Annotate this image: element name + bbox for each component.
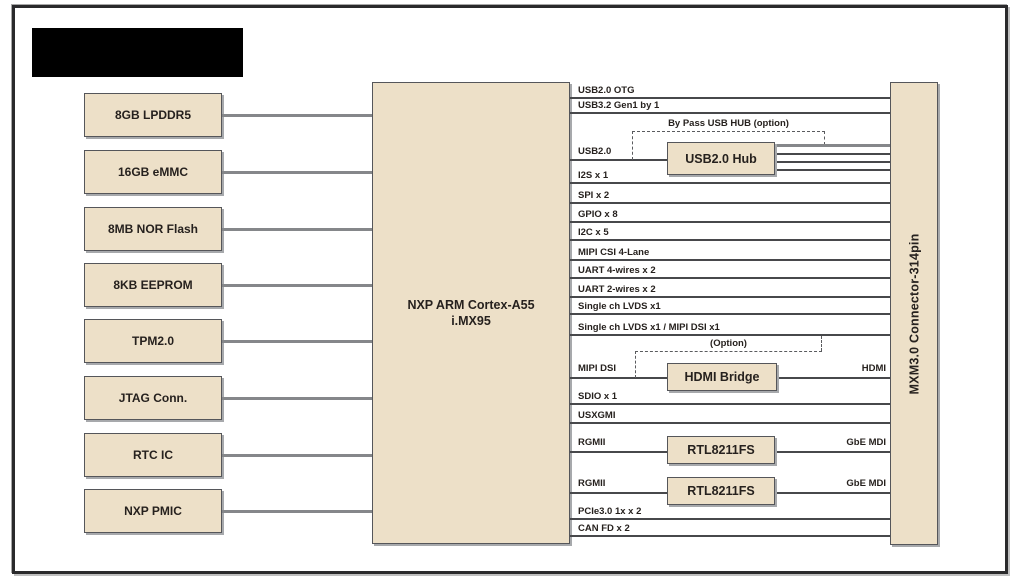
bus-line-canfd [570, 535, 890, 537]
bus-label-mipi-csi: MIPI CSI 4-Lane [578, 247, 650, 258]
ethernet-phy-label-2: RTL8211FS [687, 484, 755, 498]
device-box-emmc: 16GB eMMC [84, 150, 222, 194]
usb-hub-out-line-3 [775, 161, 890, 163]
bus-label-i2c: I2C x 5 [578, 227, 609, 238]
bus-label-lvds-dsi: Single ch LVDS x1 / MIPI DSI x1 [578, 322, 720, 333]
bus-label-lvds: Single ch LVDS x1 [578, 301, 661, 312]
bus-line-lvds [570, 313, 890, 315]
usb-hub-box: USB2.0 Hub [667, 142, 775, 175]
bus-line-usb2-otg [570, 97, 890, 99]
mxm-connector-box: MXM3.0 Connector-314pin [890, 82, 938, 545]
device-link-lpddr5 [222, 114, 372, 117]
bus-line-sdio [570, 403, 890, 405]
hdmi-option-dashed-right [821, 336, 822, 351]
usb-hub-out-line-2 [775, 153, 890, 155]
usb-bypass-dashed-line [632, 131, 825, 132]
hdmi-right-label: HDMI [861, 363, 886, 374]
bus-label-uart2: UART 2-wires x 2 [578, 284, 656, 295]
bus-line-lvds-dsi [570, 334, 890, 336]
device-box-jtag: JTAG Conn. [84, 376, 222, 420]
gbe-mdi-label-1: GbE MDI [846, 437, 886, 448]
ethernet-phy-label-1: RTL8211FS [687, 443, 755, 457]
hdmi-bridge-label: HDMI Bridge [684, 370, 760, 384]
cpu-name: NXP ARM Cortex-A55 [407, 297, 535, 312]
bus-label-usxgmi: USXGMI [578, 410, 616, 421]
usb-bypass-dashed-right [824, 131, 825, 145]
device-link-tpm [222, 340, 372, 343]
bus-line-usb20 [570, 159, 667, 161]
device-label: RTC IC [133, 448, 173, 462]
mxm-connector-label: MXM3.0 Connector-314pin [907, 233, 921, 394]
device-label: NXP PMIC [124, 504, 182, 518]
device-box-pmic: NXP PMIC [84, 489, 222, 533]
cpu-box: NXP ARM Cortex-A55 i.MX95 [372, 82, 570, 544]
hdmi-option-dashed-line [635, 351, 822, 352]
bus-label-uart4: UART 4-wires x 2 [578, 265, 656, 276]
device-box-eeprom: 8KB EEPROM [84, 263, 222, 307]
bus-line-uart4 [570, 277, 890, 279]
usb-hub-out-line-1 [775, 144, 890, 147]
bus-label-pcie: PCIe3.0 1x x 2 [578, 506, 642, 517]
device-label: 8KB EEPROM [113, 278, 193, 292]
bus-line-gpio [570, 221, 890, 223]
bus-line-i2c [570, 239, 890, 241]
bus-line-spi [570, 202, 890, 204]
usb-bypass-annotation: By Pass USB HUB (option) [668, 118, 789, 129]
bus-line-mipi-dsi [570, 377, 667, 379]
gbe-mdi-label-2: GbE MDI [846, 478, 886, 489]
device-label: 8GB LPDDR5 [114, 108, 191, 122]
device-link-norflash [222, 228, 372, 231]
device-link-pmic [222, 510, 372, 513]
device-label: TPM2.0 [131, 334, 174, 348]
ethernet-phy-box-1: RTL8211FS [667, 436, 775, 464]
hdmi-bridge-box: HDMI Bridge [667, 363, 777, 391]
bus-label-rgmii-1: RGMII [578, 437, 606, 448]
bus-label-usb20: USB2.0 [578, 146, 612, 157]
cpu-model: i.MX95 [451, 314, 491, 328]
bus-line-mipi-csi [570, 259, 890, 261]
device-link-emmc [222, 171, 372, 174]
bus-label-spi: SPI x 2 [578, 190, 610, 201]
bus-line-i2s [570, 182, 890, 184]
device-link-jtag [222, 397, 372, 400]
hdmi-option-annotation: (Option) [710, 338, 747, 349]
device-link-eeprom [222, 284, 372, 287]
bus-line-usxgmi [570, 422, 890, 424]
usb-hub-out-line-4 [775, 169, 890, 171]
bus-label-rgmii-2: RGMII [578, 478, 606, 489]
bus-label-mipi-dsi: MIPI DSI [578, 363, 617, 374]
bus-line-uart2 [570, 296, 890, 298]
device-label: 8MB NOR Flash [107, 222, 198, 236]
ethernet-phy-box-2: RTL8211FS [667, 477, 775, 505]
usb-bypass-dashed-left [632, 131, 633, 160]
hdmi-option-dashed-left [635, 351, 636, 378]
bus-label-sdio: SDIO x 1 [578, 391, 618, 402]
bus-line-usb32 [570, 112, 890, 114]
device-box-lpddr5: 8GB LPDDR5 [84, 93, 222, 137]
bus-label-canfd: CAN FD x 2 [578, 523, 630, 534]
bus-label-i2s: I2S x 1 [578, 170, 609, 181]
bus-line-pcie [570, 518, 890, 520]
device-box-rtc: RTC IC [84, 433, 222, 477]
bus-label-gpio: GPIO x 8 [578, 209, 618, 220]
hdmi-out-line [777, 377, 890, 379]
bus-label-usb2-otg: USB2.0 OTG [578, 85, 635, 96]
redacted-logo [32, 28, 243, 77]
bus-label-usb32: USB3.2 Gen1 by 1 [578, 100, 660, 111]
bus-line-rgmii-2 [570, 492, 667, 494]
gbe-mdi-line-2 [775, 492, 890, 494]
device-link-rtc [222, 454, 372, 457]
device-label: JTAG Conn. [118, 391, 188, 405]
usb-hub-label: USB2.0 Hub [685, 151, 757, 166]
bus-line-rgmii-1 [570, 451, 667, 453]
gbe-mdi-line-1 [775, 451, 890, 453]
device-box-norflash: 8MB NOR Flash [84, 207, 222, 251]
device-label: 16GB eMMC [117, 165, 188, 179]
device-box-tpm: TPM2.0 [84, 319, 222, 363]
